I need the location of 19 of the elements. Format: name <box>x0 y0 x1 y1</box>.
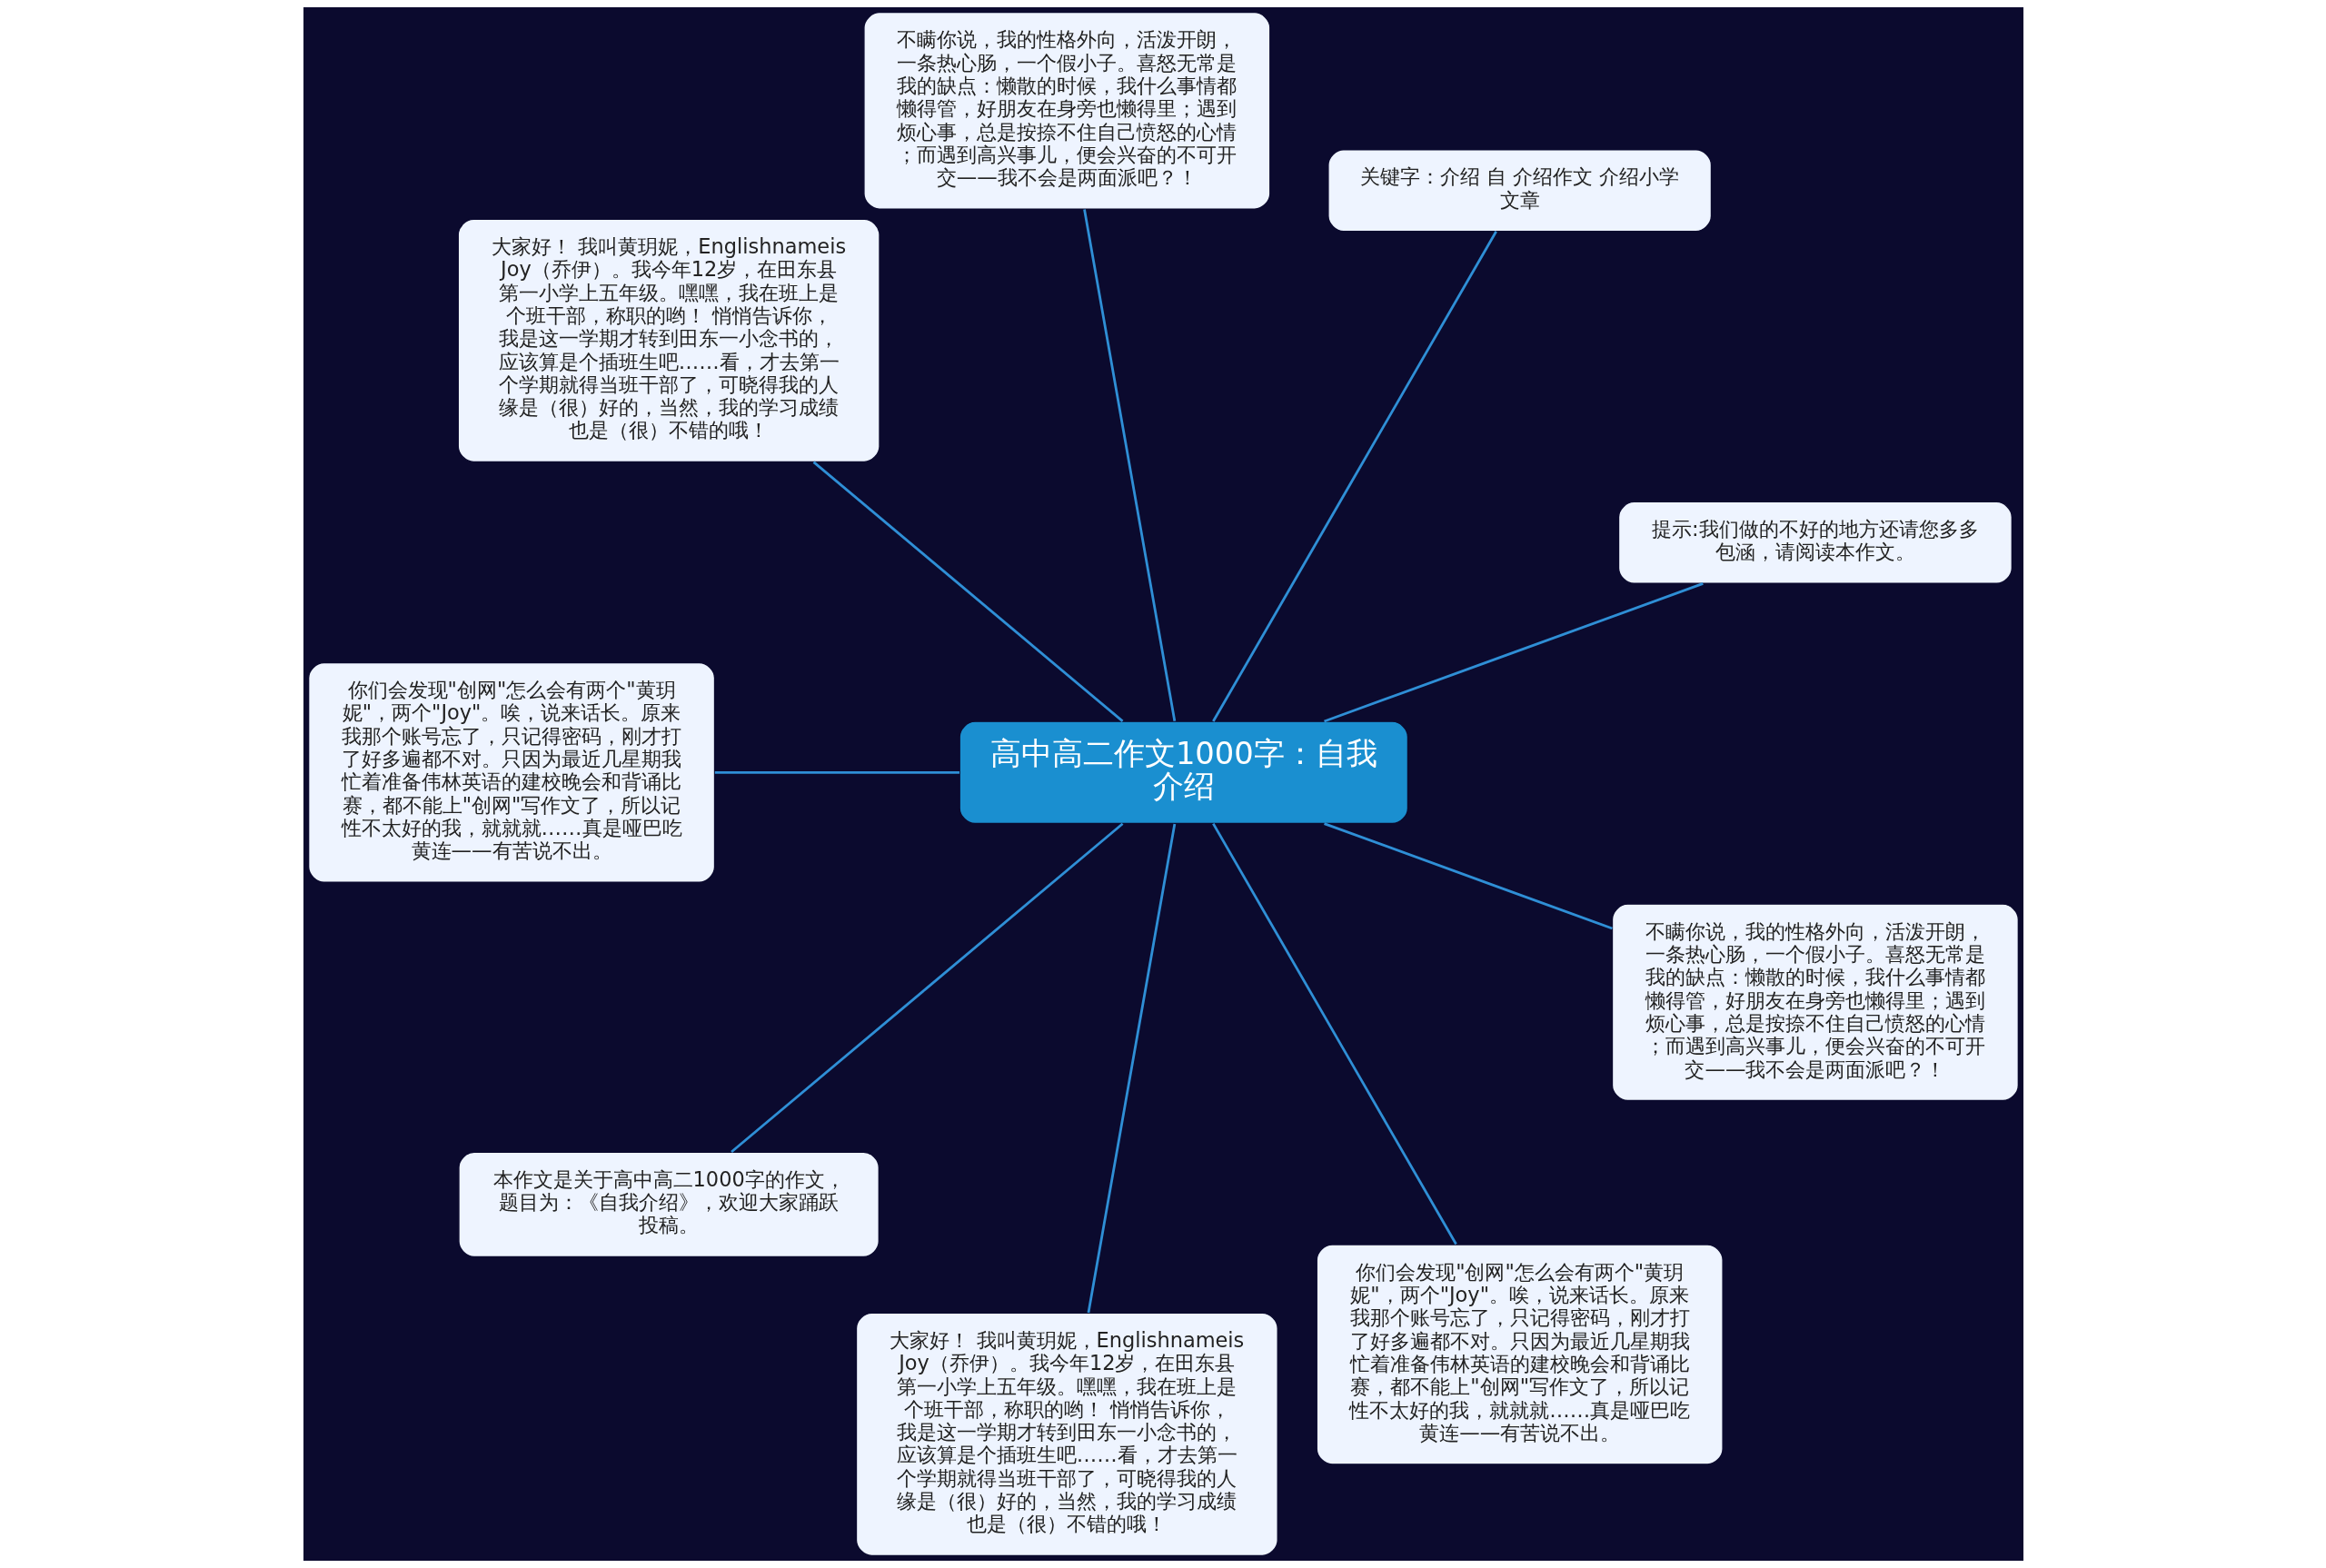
node-box: 提示:我们做的不好的地方还请您多多包涵，请阅读本作文。 <box>1617 501 2013 585</box>
node-box: 不瞒你说，我的性格外向，活泼开朗，一条热心肠，一个假小子。喜怒无常是我的缺点：懒散的时候，我什么事情都懒得管，好朋友在身旁也懒得里；遇到烦心事，总是按捺不住自己愤怒的心情；而遇到高兴事儿，便会兴奋的不可开交——我不会是两面派吧？！ <box>862 11 1271 210</box>
node-box: 高中高二作文1000字：自我介绍 <box>958 720 1408 825</box>
node-box: 本作文是关于高中高二1000字的作文，题目为：《自我介绍》，欢迎大家踊跃投稿。 <box>457 1151 880 1258</box>
node-box: 你们会发现"创网"怎么会有两个"黄玥妮"，两个"Joy"。唉，说来话长。原来我那个账号忘了，只记得密码，刚才打了好多遍都不对。只因为最近几星期我忙着准备伟林英语的建校晚会和背诵比赛，都不能上"创网"写作文了，所以记性不太好的我，就就就……真是哑巴吃黄连——有苦说不出。 <box>307 661 715 883</box>
node-box: 你们会发现"创网"怎么会有两个"黄玥妮"，两个"Joy"。唉，说来话长。原来我那个账号忘了，只记得密码，刚才打了好多遍都不对。只因为最近几星期我忙着准备伟林英语的建校晚会和背诵比赛，都不能上"创网"写作文了，所以记性不太好的我，就就就……真是哑巴吃黄连——有苦说不出。 <box>1316 1244 1724 1465</box>
connector <box>1211 822 1457 1245</box>
node-box: 大家好！ 我叫黄玥妮，EnglishnameisJoy（乔伊）。我今年12岁，在田东县第一小学上五年级。嘿嘿，我在班上是个班干部，称职的哟！ 悄悄告诉你，我是这一学期才转到田东一小念书的，应该算是个插班生吧……看，才去第一个学期就得当班干部了，可晓得我的人缘是（很）好的，当然，我的学习成绩也是（很）不错的哦！ <box>855 1312 1278 1557</box>
node-box: 不瞒你说，我的性格外向，活泼开朗，一条热心肠，一个假小子。喜怒无常是我的缺点：懒散的时候，我什么事情都懒得管，好朋友在身旁也懒得里；遇到烦心事，总是按捺不住自己愤怒的心情；而遇到高兴事儿，便会兴奋的不可开交——我不会是两面派吧？！ <box>1611 903 2019 1102</box>
node-box: 关键字：介绍 自 介绍作文 介绍小学文章 <box>1327 149 1712 233</box>
node-box: 大家好！ 我叫黄玥妮，EnglishnameisJoy（乔伊）。我今年12岁，在田东县第一小学上五年级。嘿嘿，我在班上是个班干部，称职的哟！ 悄悄告诉你，我是这一学期才转到田东一小念书的，应该算是个插班生吧……看，才去第一个学期就得当班干部了，可晓得我的人缘是（很）好的，当然，我的学习成绩也是（很）不错的哦！ <box>457 218 880 463</box>
connector <box>714 770 959 774</box>
connector <box>1323 582 1704 723</box>
connector <box>1082 209 1176 722</box>
connector <box>730 822 1123 1154</box>
connector <box>1211 231 1497 722</box>
connector <box>812 461 1123 722</box>
connector <box>1323 822 1613 930</box>
connector <box>1087 823 1176 1314</box>
